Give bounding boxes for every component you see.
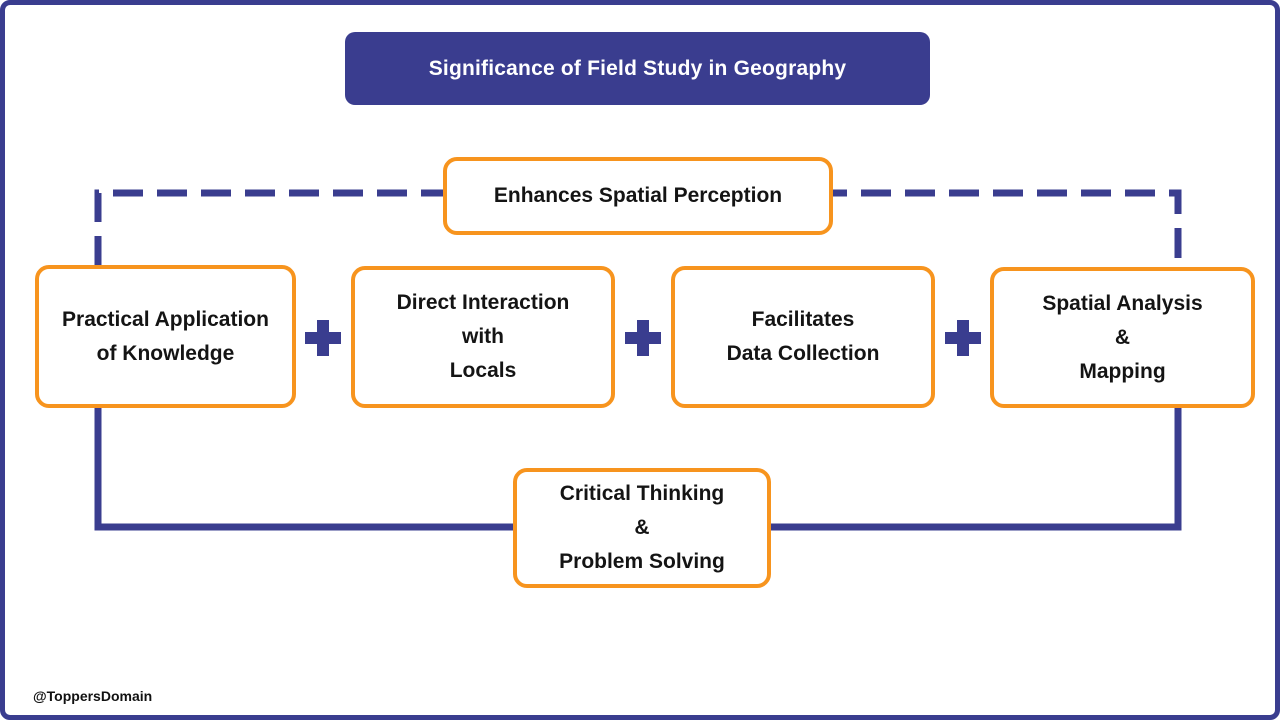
node-label: Practical Application of Knowledge: [62, 307, 269, 365]
node-label: Facilitates Data Collection: [726, 308, 880, 365]
node-spatial-analysis-mapping: Spatial Analysis & Mapping: [990, 267, 1255, 408]
watermark-credit: @ToppersDomain: [33, 688, 153, 704]
node-label: Spatial Analysis & Mapping: [1042, 291, 1203, 383]
plus-icon: [305, 320, 341, 356]
node-label: Critical Thinking & Problem Solving: [559, 482, 725, 573]
plus-icon: [945, 320, 981, 356]
node-enhances-spatial-perception: Enhances Spatial Perception: [443, 157, 833, 235]
title-banner: Significance of Field Study in Geography: [345, 32, 930, 105]
node-critical-thinking: Critical Thinking & Problem Solving: [513, 468, 771, 588]
node-practical-application: Practical Application of Knowledge: [35, 265, 296, 408]
node-facilitates-data-collection: Facilitates Data Collection: [671, 266, 935, 408]
node-label: Direct Interaction with Locals: [396, 291, 570, 382]
node-label: Enhances Spatial Perception: [493, 184, 783, 207]
node-direct-interaction: Direct Interaction with Locals: [351, 266, 615, 408]
page-title: Significance of Field Study in Geography: [428, 56, 847, 80]
plus-icon: [625, 320, 661, 356]
